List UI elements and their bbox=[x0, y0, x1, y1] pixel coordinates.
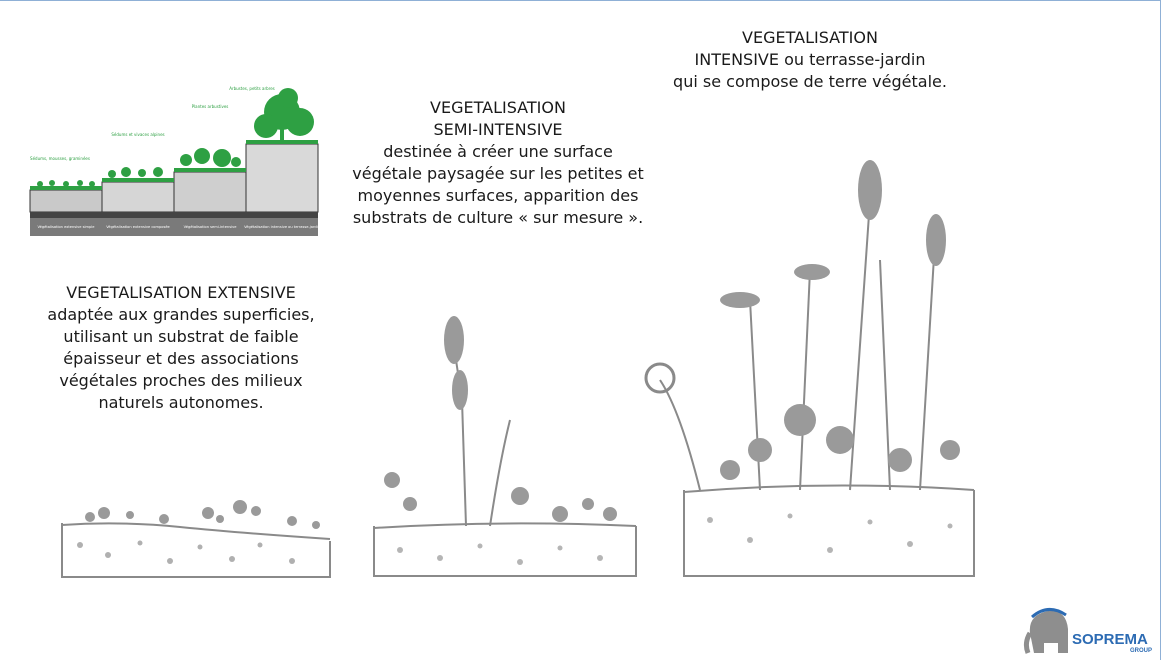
extensive-line: naturels autonomes. bbox=[22, 392, 340, 414]
soprema-elephant-logo-icon bbox=[1022, 603, 1072, 659]
extensive-description: VEGETALISATION EXTENSIVE adaptée aux gra… bbox=[22, 282, 340, 414]
thumb-plant-label: Arbustes, petits arbres bbox=[229, 86, 275, 91]
semi-intensive-planter-sketch bbox=[370, 300, 642, 580]
logo-wordmark: SOPREMA bbox=[1072, 631, 1148, 648]
thumb-plant-label: Sédums et vivaces alpines bbox=[111, 132, 164, 137]
thumb-column-label: Végétalisation semi-intensive bbox=[184, 225, 238, 229]
intensive-line: qui se compose de terre végétale. bbox=[640, 71, 980, 93]
semi-intensive-line: moyennes surfaces, apparition des bbox=[318, 185, 678, 207]
thumb-column-label: Végétalisation extensive simple bbox=[38, 225, 96, 229]
logo-subtitle: GROUP bbox=[1130, 648, 1152, 654]
extensive-planter-sketch bbox=[60, 495, 332, 585]
thumb-column-label: Végétalisation intensive ou terrasse-jar… bbox=[244, 225, 320, 229]
intensive-line: INTENSIVE ou terrasse-jardin bbox=[640, 49, 980, 71]
extensive-title: VEGETALISATION EXTENSIVE bbox=[22, 282, 340, 304]
thumb-column-label: Végétalisation extensive composée bbox=[106, 225, 170, 229]
extensive-line: utilisant un substrat de faible bbox=[22, 326, 340, 348]
intensive-title: VEGETALISATION bbox=[640, 27, 980, 49]
extensive-line: végétales proches des milieux bbox=[22, 370, 340, 392]
thumb-plant-label: Sédums, mousses, graminées bbox=[30, 156, 90, 161]
roof-section-thumbnail: Sédums, mousses, graminées Sédums et viv… bbox=[30, 82, 318, 236]
semi-intensive-line: SEMI-INTENSIVE bbox=[318, 119, 678, 141]
extensive-line: épaisseur et des associations bbox=[22, 348, 340, 370]
extensive-line: adaptée aux grandes superficies, bbox=[22, 304, 340, 326]
semi-intensive-line: destinée à créer une surface bbox=[318, 141, 678, 163]
semi-intensive-description: VEGETALISATION SEMI-INTENSIVE destinée à… bbox=[318, 97, 678, 229]
semi-intensive-line: végétale paysagée sur les petites et bbox=[318, 163, 678, 185]
thumb-plant-label: Plantes arbustives bbox=[192, 104, 229, 109]
semi-intensive-title: VEGETALISATION bbox=[318, 97, 678, 119]
intensive-planter-sketch bbox=[640, 160, 990, 580]
semi-intensive-line: substrats de culture « sur mesure ». bbox=[318, 207, 678, 229]
intensive-description: VEGETALISATION INTENSIVE ou terrasse-jar… bbox=[640, 27, 980, 93]
